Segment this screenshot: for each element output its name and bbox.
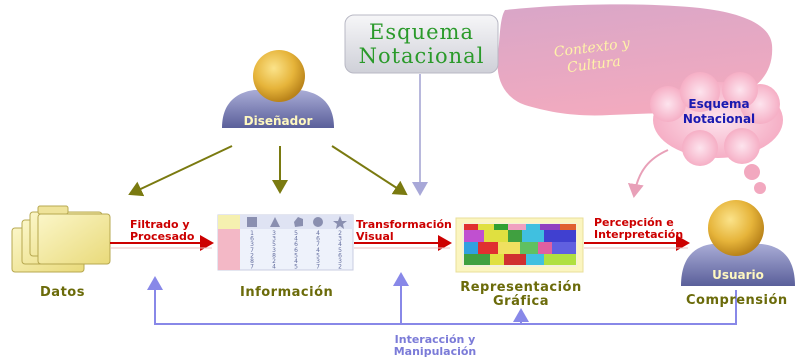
- label-representacion: Representación Gráfica: [458, 281, 584, 309]
- arrow-designer-to-transformacion: [331, 145, 408, 196]
- transformacion-line2: Visual: [356, 230, 394, 243]
- label-transformacion: Transformación Visual: [356, 219, 452, 243]
- thought-bubble-dot: [754, 182, 766, 194]
- table-cell: 2: [272, 258, 276, 265]
- table-cell: 5: [294, 252, 298, 259]
- table-cell: 2: [338, 264, 342, 271]
- table-cell: 7: [316, 264, 320, 271]
- table-cell: 7: [250, 264, 254, 271]
- filtrado-line2: Procesado: [130, 230, 195, 243]
- feedback-loop-line: [147, 276, 737, 325]
- thought-cloud: [650, 72, 783, 194]
- arrow-thought-to-perception: [627, 149, 669, 198]
- thought-cloud-text: Esquema Notacional: [663, 97, 775, 127]
- table-header-square: [247, 217, 257, 227]
- filtrado-line1: Filtrado y: [130, 218, 190, 231]
- table-cell: 4: [316, 247, 320, 254]
- arrow-designer-to-datos: [128, 145, 233, 197]
- table-header-circle: [313, 217, 323, 227]
- table-cell: 7: [316, 241, 320, 248]
- label-informacion: Información: [240, 285, 334, 300]
- table-header-pentagon: [294, 217, 303, 227]
- designer-person-icon: [222, 50, 334, 128]
- table-cell: 3: [272, 230, 276, 237]
- percepcion-line2: Interpretación: [594, 228, 684, 241]
- label-filtrado: Filtrado y Procesado: [130, 219, 194, 243]
- representacion-line1: Representación: [460, 280, 582, 295]
- table-cell: 5: [316, 252, 320, 259]
- table-cell: 3: [272, 247, 276, 254]
- table-cell: 8: [250, 258, 254, 265]
- table-cell: 6: [294, 247, 298, 254]
- table-cell: 7: [250, 247, 254, 254]
- table-cell: 2: [250, 252, 254, 259]
- label-comprension: Comprensión: [686, 293, 788, 308]
- notational-box: [344, 14, 499, 74]
- user-label: Usuario: [712, 268, 764, 282]
- table-cell: 5: [294, 264, 298, 271]
- table-cell: 3: [338, 258, 342, 265]
- representacion-line2: Gráfica: [493, 294, 549, 309]
- table-cell: 3: [338, 236, 342, 243]
- notational-title-line2: Notacional: [358, 44, 485, 68]
- designer-label: Diseñador: [243, 114, 313, 128]
- table-cell: 6: [338, 252, 342, 259]
- table-cell: 6: [316, 236, 320, 243]
- table-cell: 6: [250, 236, 254, 243]
- transformacion-line1: Transformación: [356, 218, 452, 231]
- table-cell: 4: [294, 236, 298, 243]
- thought-line1: Esquema: [688, 97, 750, 111]
- user-person-icon: [681, 200, 795, 286]
- table-cell: 5: [294, 230, 298, 237]
- table-cell: 4: [272, 264, 276, 271]
- table-cell: 3: [250, 241, 254, 248]
- data-folders-icon: [11, 205, 111, 273]
- notational-title-line1: Esquema: [369, 20, 474, 44]
- table-header-triangle: [270, 217, 280, 227]
- table-cell: 8: [272, 252, 276, 259]
- thought-bubble-dot: [744, 164, 760, 180]
- label-datos: Datos: [40, 285, 85, 300]
- label-percepcion: Percepción e Interpretación: [594, 217, 683, 241]
- table-cell: 6: [294, 241, 298, 248]
- thought-line2: Notacional: [682, 112, 756, 126]
- table-cell: 5: [338, 247, 342, 254]
- table-cell: 1: [250, 230, 254, 237]
- table-cell: 2: [338, 230, 342, 237]
- table-cell: 3: [316, 258, 320, 265]
- table-cell: 4: [294, 258, 298, 265]
- percepcion-line1: Percepción e: [594, 216, 674, 229]
- graphic-representation: [455, 217, 584, 273]
- interaccion-line2: Manipulación: [393, 345, 477, 358]
- table-cell: 4: [338, 241, 342, 248]
- table-header-star: [333, 216, 347, 229]
- label-interaccion: Interacción y Manipulación: [370, 334, 500, 358]
- notational-box-title: Esquema Notacional: [345, 20, 498, 68]
- table-cell: 3: [272, 236, 276, 243]
- table-cell: 4: [316, 230, 320, 237]
- interaccion-line1: Interacción y: [394, 333, 476, 346]
- table-cell: 5: [272, 241, 276, 248]
